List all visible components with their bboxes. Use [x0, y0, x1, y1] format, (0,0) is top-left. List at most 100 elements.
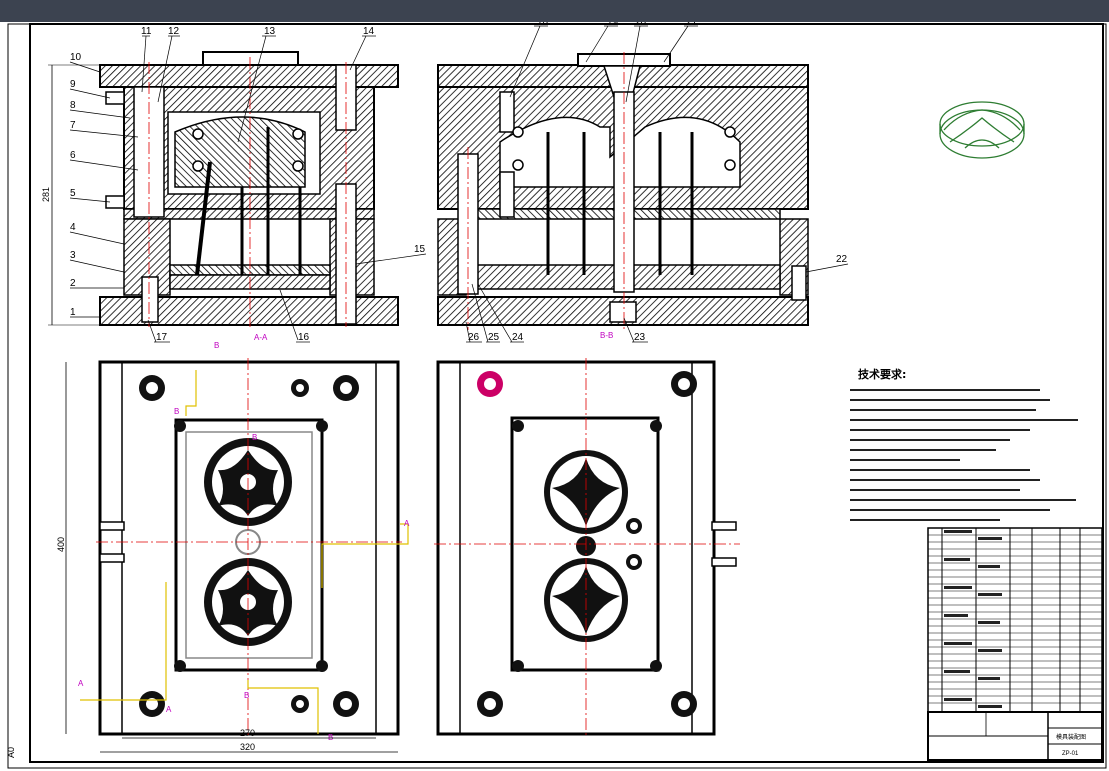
plan-view-left: B B B A A A B B 400 270 320: [56, 341, 410, 753]
svg-text:24: 24: [512, 332, 524, 343]
core-plate: [123, 208, 375, 220]
water-nozzle: [105, 195, 125, 209]
callout-25: 25: [471, 283, 500, 343]
plan-left-cooling-circuit: [80, 370, 409, 734]
tech-notes-title: 技术要求:: [858, 367, 906, 381]
callout-16: 16: [279, 289, 310, 343]
cooling-hole-1: [192, 128, 204, 140]
svg-text:B: B: [244, 691, 249, 700]
screw-b-mid: [499, 171, 515, 218]
callout-1: 1: [70, 307, 100, 318]
callout-21: 21: [663, 22, 698, 63]
svg-text:6: 6: [70, 150, 76, 161]
callout-2: 2: [70, 278, 124, 289]
svg-text:2: 2: [70, 278, 76, 289]
dim-270-text: 270: [240, 728, 255, 738]
callout-9: 9: [69, 79, 111, 99]
plan-left-nozzle-2: [99, 553, 125, 563]
callout-20: 20: [625, 22, 648, 103]
title-block: 模具装配图 ZP-01: [927, 711, 1103, 761]
svg-text:3: 3: [70, 250, 76, 261]
cooling-hole-3: [192, 160, 204, 172]
plan-left-nozzle-1: [99, 521, 125, 531]
svg-text:1: 1: [70, 307, 76, 318]
callout-7: 7: [69, 120, 139, 138]
svg-text:8: 8: [70, 100, 76, 111]
svg-text:20: 20: [635, 22, 647, 28]
plan-right-inner: [459, 361, 693, 735]
dim-281-text: 281: [41, 187, 51, 202]
plan-left-cooling-markers: B B B A A A B B: [78, 341, 410, 742]
svg-text:18: 18: [537, 22, 549, 28]
window-title-bar: [0, 0, 1109, 22]
svg-text:14: 14: [363, 26, 375, 37]
svg-text:4: 4: [70, 222, 76, 233]
svg-text:26: 26: [468, 332, 480, 343]
stop-pin-right: [791, 265, 807, 301]
callout-14: 14: [349, 26, 376, 71]
svg-text:10: 10: [70, 52, 82, 63]
sheet-inner-border: [29, 23, 1104, 763]
svg-text:12: 12: [168, 26, 180, 37]
cooling-hole-b4: [724, 159, 736, 171]
angled-lifter: [195, 161, 212, 276]
svg-text:23: 23: [634, 332, 646, 343]
svg-text:17: 17: [156, 332, 168, 343]
plan-view-right: [434, 358, 740, 738]
cooling-hole-b2: [724, 126, 736, 138]
svg-text:21: 21: [686, 22, 698, 28]
callout-10: 10: [69, 52, 101, 73]
svg-text:25: 25: [488, 332, 500, 343]
callout-19: 19: [585, 22, 619, 63]
svg-text:A: A: [166, 705, 172, 714]
callout-12: 12: [157, 26, 180, 103]
svg-text:11: 11: [141, 26, 152, 37]
sheet-corner-code: A0: [6, 747, 16, 758]
svg-text:B: B: [328, 733, 333, 742]
title-block-drawing-name: 模具装配图: [1056, 733, 1086, 741]
callout-8: 8: [69, 100, 131, 119]
svg-text:16: 16: [298, 332, 310, 343]
svg-text:A: A: [78, 679, 84, 688]
screw-bottom-left: [141, 276, 159, 323]
callout-5: 5: [69, 188, 111, 203]
plan-right-cavity-top: [544, 450, 628, 534]
cooling-hole-b3: [512, 159, 524, 171]
bill-of-materials: [927, 527, 1103, 713]
ko-hole: [609, 301, 637, 323]
callout-24: 24: [477, 283, 524, 343]
callout-11: 11: [141, 26, 152, 93]
plan-left-outline: [98, 360, 400, 736]
svg-text:7: 7: [70, 120, 76, 131]
plan-right-guide-bushings: [477, 371, 697, 717]
sprue-bushing: [202, 51, 299, 66]
cooling-hole-2: [292, 128, 304, 140]
dim-400-text: 400: [56, 537, 66, 552]
callout-22: 22: [805, 254, 849, 273]
plan-left-inner: [121, 361, 377, 735]
svg-text:22: 22: [836, 254, 848, 265]
section-view-a-a: 281 1 2 3 4 5 6 7 8 9 10 11 12 13 14 15 …: [41, 26, 427, 343]
callout-15: 15: [355, 244, 427, 265]
callout-26: 26: [465, 321, 482, 343]
svg-text:19: 19: [607, 22, 619, 28]
svg-text:B: B: [214, 341, 219, 350]
svg-text:B: B: [252, 433, 257, 442]
technical-notes: 技术要求:: [850, 367, 1078, 521]
part-profile: [174, 116, 306, 188]
screw-b-left: [499, 91, 515, 133]
plan-right-nozzle-1: [711, 521, 737, 531]
title-block-code: ZP-01: [1062, 751, 1079, 757]
svg-text:5: 5: [70, 188, 76, 199]
plan-left-guide-bushings: [139, 375, 359, 717]
svg-text:B: B: [174, 407, 179, 416]
callout-18: 18: [509, 22, 549, 98]
plan-right-nozzle-2: [711, 557, 737, 567]
svg-text:15: 15: [414, 244, 426, 255]
part-3d-preview: [939, 101, 1025, 159]
callout-6: 6: [69, 150, 139, 171]
callout-4: 4: [69, 222, 125, 245]
section-label-b-b: B-B: [600, 331, 613, 340]
cooling-hole-b1: [512, 126, 524, 138]
svg-text:13: 13: [264, 26, 276, 37]
